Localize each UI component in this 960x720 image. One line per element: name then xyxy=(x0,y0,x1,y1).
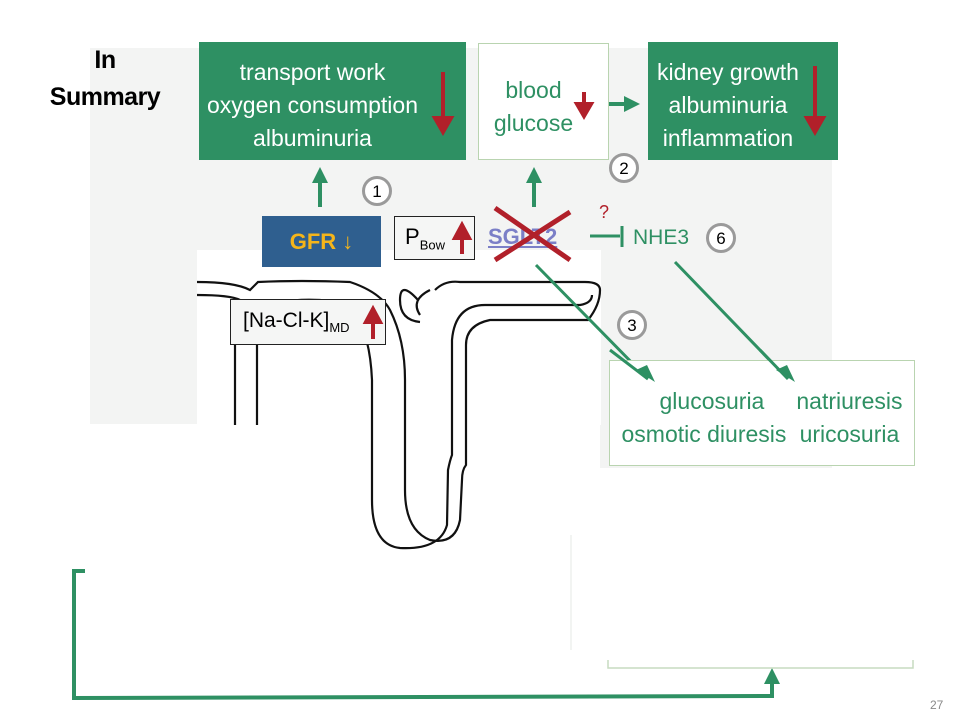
nacl-box: [Na-Cl-K]MD xyxy=(230,299,386,345)
page-number: 27 xyxy=(930,698,944,712)
box-line: transport work xyxy=(239,59,386,85)
transport-work-box: transport work oxygen consumption albumi… xyxy=(199,42,466,160)
outcomes-col-1: glucosuria osmotic diuresis xyxy=(622,385,787,465)
box-line: albuminuria xyxy=(253,125,372,151)
outcome-item: natriuresis xyxy=(796,388,903,414)
nacl-subscript: MD xyxy=(329,320,350,336)
outcome-item: osmotic diuresis xyxy=(621,421,787,447)
blood-glucose-box: blood glucose xyxy=(478,43,609,160)
feedback-loop-arrow xyxy=(72,569,780,701)
pbow-subscript: Bow xyxy=(419,237,445,253)
marker-3: 3 xyxy=(617,310,647,340)
kidney-growth-box: kidney growth albuminuria inflammation xyxy=(648,42,838,160)
question-mark: ? xyxy=(599,202,610,222)
gfr-box: GFR ↓ xyxy=(262,216,381,267)
gfr-label: GFR xyxy=(289,229,337,254)
nacl-label: [Na-Cl-K] xyxy=(243,309,330,332)
outcomes-box: glucosuria osmotic diuresis natriuresis … xyxy=(609,360,915,466)
pbow-label: P xyxy=(405,224,420,249)
box-line: glucose xyxy=(493,110,574,136)
box-line: albuminuria xyxy=(668,92,788,118)
lower-box-outline xyxy=(607,660,914,669)
title-line-1: In xyxy=(94,46,116,74)
marker-1: 1 xyxy=(362,176,392,206)
arrow-sglt2-to-glucosuria xyxy=(534,263,650,381)
marker-2: 2 xyxy=(609,153,639,183)
outcome-item: uricosuria xyxy=(799,421,900,447)
nhe3-label: NHE3 xyxy=(633,226,690,249)
box-line: inflammation xyxy=(662,125,794,151)
box-line: oxygen consumption xyxy=(207,92,418,118)
slide-title: In Summary xyxy=(30,42,180,116)
gfr-down-arrow-icon: ↓ xyxy=(342,229,354,254)
outcome-item: glucosuria xyxy=(659,388,765,414)
box-line: blood xyxy=(505,77,562,103)
marker-6: 6 xyxy=(706,223,736,253)
outcomes-col-2: natriuresis uricosuria xyxy=(796,385,902,465)
title-line-2: Summary xyxy=(49,83,161,111)
box-line: kidney growth xyxy=(657,59,799,85)
